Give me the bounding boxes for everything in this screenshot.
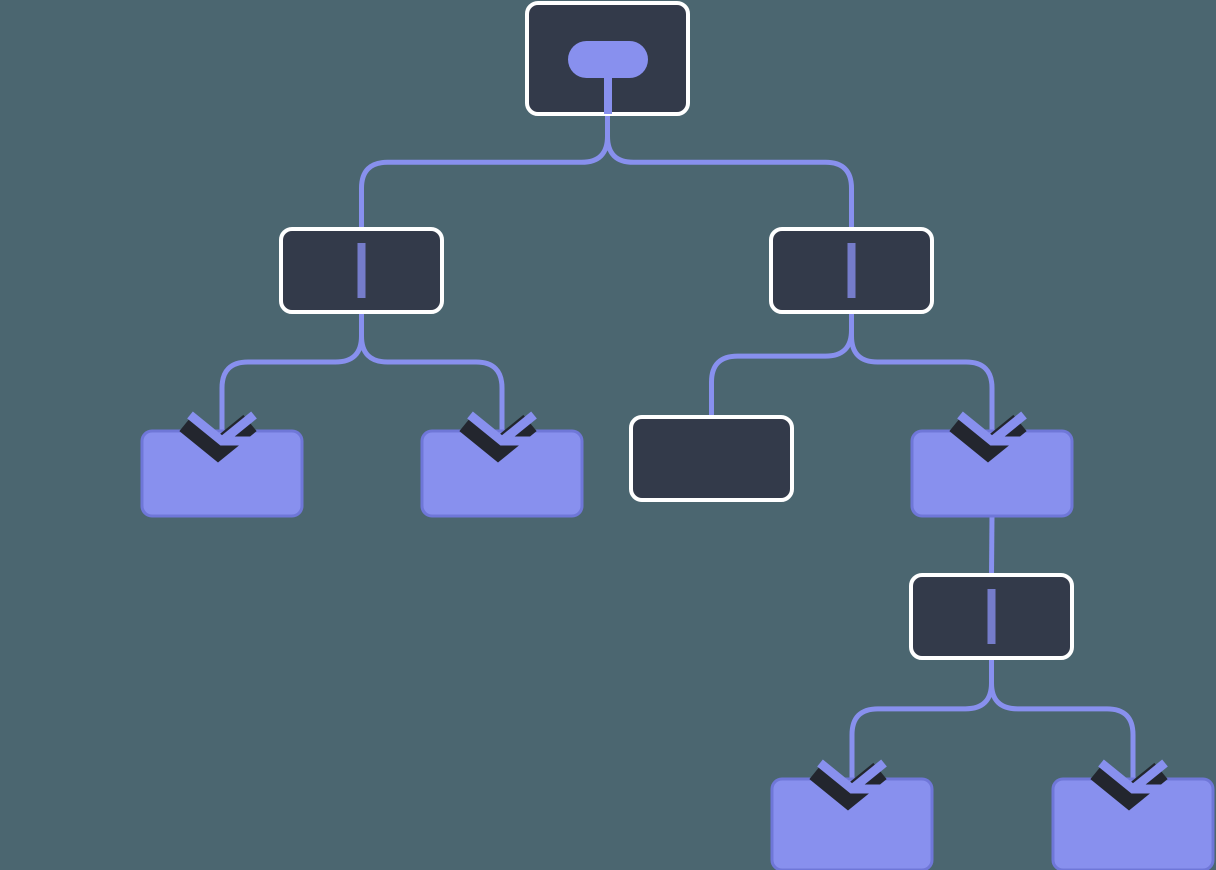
edge-layer-under bbox=[219, 114, 1136, 779]
node-inner-pill bbox=[568, 41, 648, 78]
edge-line bbox=[989, 658, 1136, 779]
edge-line bbox=[849, 312, 995, 431]
node-box-leaf[interactable] bbox=[140, 429, 304, 518]
tree-edge bbox=[219, 312, 364, 431]
arrowhead-purple-right bbox=[989, 411, 1027, 445]
edge-line bbox=[219, 312, 364, 431]
tree-edge bbox=[359, 114, 610, 229]
tree-node-root[interactable] bbox=[525, 1, 690, 116]
tree-node-n-l2a[interactable] bbox=[140, 429, 304, 518]
node-pill-stem bbox=[604, 76, 612, 114]
edge-line bbox=[605, 114, 854, 229]
arrowhead-purple-right bbox=[499, 411, 537, 445]
node-box-leaf[interactable] bbox=[420, 429, 584, 518]
arrowhead-purple-right bbox=[1130, 759, 1168, 793]
edge-passthrough-segment bbox=[847, 243, 856, 298]
edge-line bbox=[709, 312, 854, 417]
tree-edge bbox=[989, 515, 995, 576]
edge-line bbox=[359, 312, 505, 431]
tree-edge bbox=[989, 658, 1136, 779]
node-box-dark[interactable] bbox=[629, 415, 794, 502]
arrowhead-purple-right bbox=[219, 411, 257, 445]
tree-edge bbox=[709, 312, 854, 417]
tree-node-n-r4a[interactable] bbox=[770, 777, 934, 870]
node-box-leaf[interactable] bbox=[910, 429, 1074, 518]
tree-node-n-r2a[interactable] bbox=[629, 415, 794, 502]
tree-edge bbox=[605, 114, 854, 229]
tree-edge bbox=[849, 312, 995, 431]
edge-line bbox=[989, 515, 995, 576]
arrowhead-layer bbox=[179, 411, 1168, 811]
node-box-leaf[interactable] bbox=[770, 777, 934, 870]
edge-line bbox=[359, 114, 610, 229]
tree-edge bbox=[849, 658, 994, 779]
tree-edge bbox=[359, 312, 505, 431]
node-box-leaf[interactable] bbox=[1051, 777, 1215, 870]
edge-layer-over bbox=[357, 243, 996, 644]
tree-node-n-r2b[interactable] bbox=[910, 429, 1074, 518]
edge-line bbox=[849, 658, 994, 779]
edge-passthrough-segment bbox=[987, 589, 996, 644]
node-layer bbox=[140, 1, 1215, 870]
tree-node-n-r4b[interactable] bbox=[1051, 777, 1215, 870]
edge-passthrough-segment bbox=[357, 243, 366, 298]
arrowhead-purple-right bbox=[849, 759, 887, 793]
tree-node-n-l2b[interactable] bbox=[420, 429, 584, 518]
